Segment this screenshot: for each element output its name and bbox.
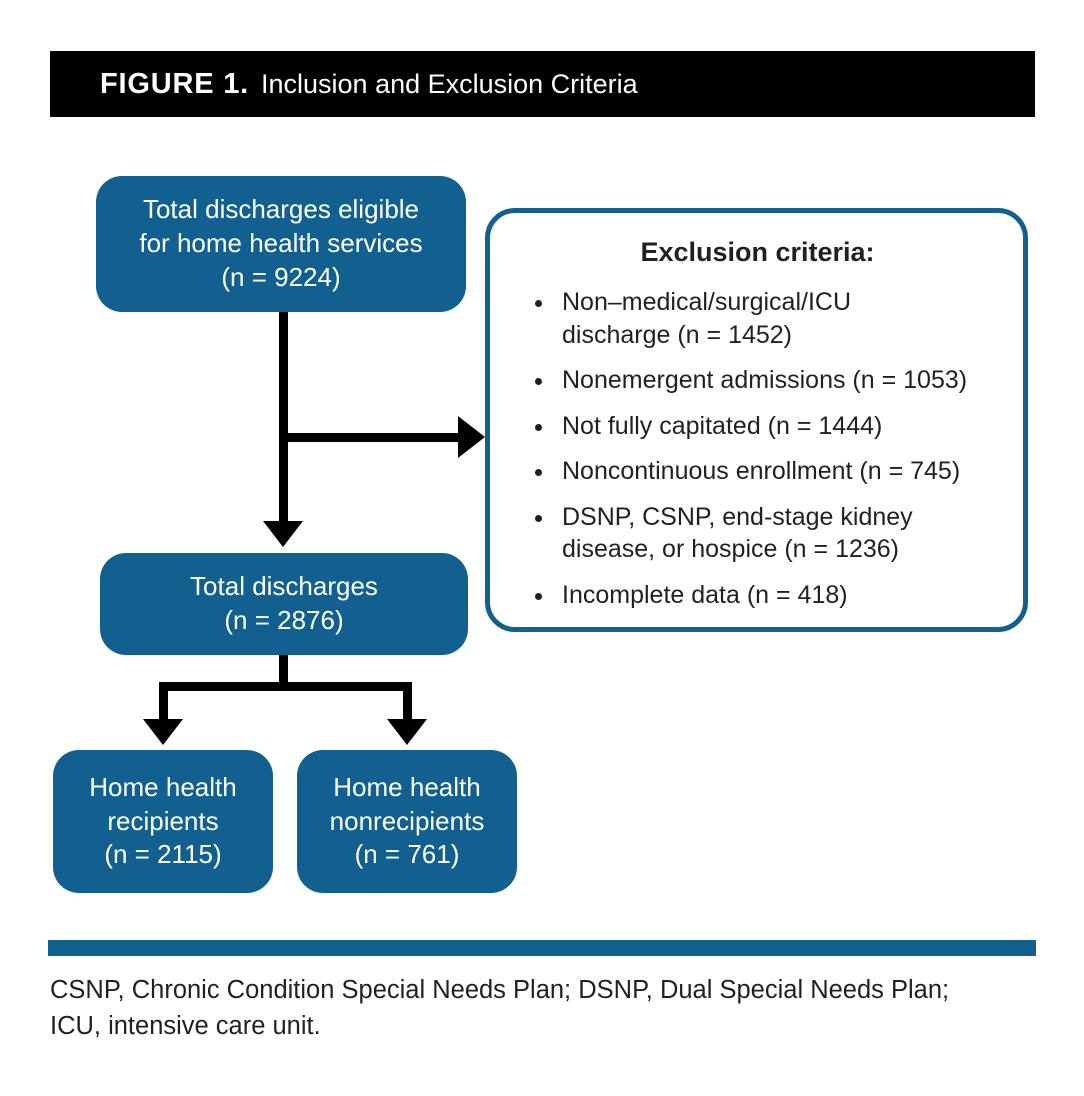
footnote: CSNP, Chronic Condition Special Needs Pl…: [50, 976, 950, 1041]
exclusion-heading: Exclusion criteria:: [640, 237, 875, 267]
figure-title: Inclusion and Exclusion Criteria: [261, 68, 638, 99]
arrowhead-down-recipients-icon: [143, 719, 183, 745]
exclusion-item: Non–medical/surgical/ICU discharge (n = …: [556, 286, 995, 351]
exclusion-item: Incomplete data (n = 418): [556, 579, 995, 612]
connector-vertical-right-branch: [403, 682, 412, 722]
exclusion-item: Noncontinuous enrollment (n = 745): [556, 455, 995, 488]
node-total-discharges-eligible: Total discharges eligible for home healt…: [96, 176, 466, 312]
node-home-health-nonrecipients: Home health nonrecipients (n = 761): [297, 750, 517, 893]
figure-title-bar: FIGURE 1. Inclusion and Exclusion Criter…: [50, 51, 1035, 117]
connector-vertical-below-total: [279, 655, 288, 691]
arrowhead-right-exclusion-icon: [458, 416, 485, 458]
connector-vertical-left-branch: [159, 682, 168, 722]
exclusion-item: DSNP, CSNP, end-stage kidney disease, or…: [556, 501, 995, 566]
connector-horizontal-branch: [159, 682, 412, 691]
exclusion-list: Non–medical/surgical/ICU discharge (n = …: [520, 286, 995, 611]
node-home-health-recipients: Home health recipients (n = 2115): [53, 750, 273, 893]
node-total-discharges: Total discharges (n = 2876): [100, 553, 468, 655]
bottom-rule: [48, 940, 1036, 956]
exclusion-item: Nonemergent admissions (n = 1053): [556, 364, 995, 397]
figure-label: FIGURE 1.: [100, 67, 249, 100]
exclusion-criteria-box: Exclusion criteria: Non–medical/surgical…: [485, 208, 1028, 632]
connector-vertical-top: [279, 312, 288, 522]
arrowhead-down-nonrecipients-icon: [387, 719, 427, 745]
connector-horizontal-to-exclusion: [279, 433, 459, 442]
exclusion-item: Not fully capitated (n = 1444): [556, 410, 995, 443]
arrowhead-down-total-icon: [263, 521, 303, 547]
